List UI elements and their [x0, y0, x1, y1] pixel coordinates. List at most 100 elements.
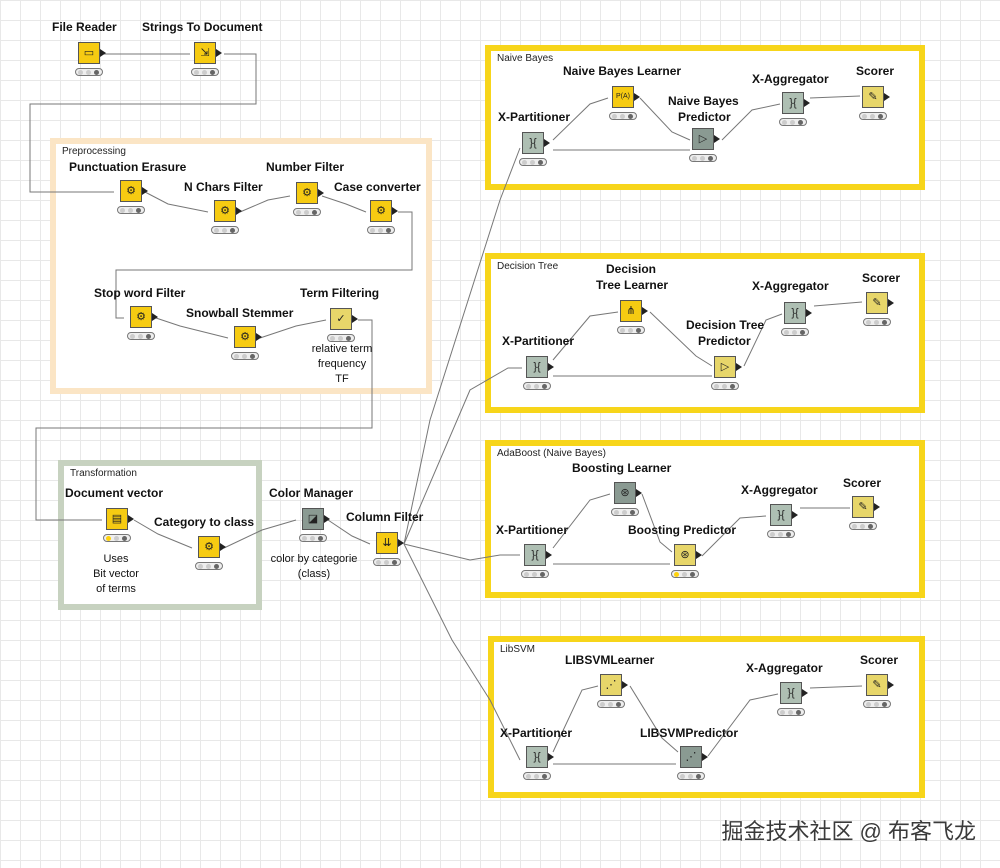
ab-predictor-node[interactable]: ⊛ [674, 544, 702, 566]
column-filter-node[interactable]: ⇊ [376, 532, 404, 554]
node-label-ab-predictor: Boosting Predictor [628, 523, 737, 537]
document-vector-node[interactable]: ▤ [106, 508, 134, 530]
output-port[interactable] [634, 93, 640, 101]
x-aggregator-icon: }{ [777, 509, 785, 521]
output-port[interactable] [804, 99, 810, 107]
dt-predictor-node[interactable]: ▷ [714, 356, 742, 378]
status-light [874, 702, 879, 707]
output-port[interactable] [792, 511, 798, 519]
snowball-stemmer-node[interactable]: ⚙ [234, 326, 262, 348]
dt-x-partitioner-node[interactable]: }{ [526, 356, 554, 378]
output-port[interactable] [888, 299, 894, 307]
dt-scorer-node[interactable]: ✎ [866, 292, 894, 314]
nb-x-aggregator-node[interactable]: }{ [782, 92, 810, 114]
annotation-adaboost[interactable]: AdaBoost (Naive Bayes) [485, 440, 925, 598]
file-reader-node[interactable]: ▭ [78, 42, 106, 64]
stop-word-filter-node[interactable]: ⚙ [130, 306, 158, 328]
output-port[interactable] [802, 689, 808, 697]
output-port[interactable] [398, 539, 404, 547]
term-filtering-node[interactable]: ✓ [330, 308, 358, 330]
node-status-traffic-light [367, 226, 395, 234]
output-port[interactable] [392, 207, 398, 215]
ab-x-aggregator-node[interactable]: }{ [770, 504, 798, 526]
node-label-ab-x-partitioner: X-Partitioner [496, 523, 569, 537]
ab-x-partitioner-node[interactable]: }{ [524, 544, 552, 566]
predictor-icon: ▷ [720, 361, 730, 373]
dt-x-aggregator-node[interactable]: }{ [784, 302, 812, 324]
output-port[interactable] [736, 363, 742, 371]
color-manager-node[interactable]: ◪ [302, 508, 330, 530]
status-light [234, 354, 239, 359]
nb-scorer-node[interactable]: ✎ [862, 86, 890, 108]
output-port[interactable] [884, 93, 890, 101]
output-port[interactable] [256, 333, 262, 341]
punctuation-erasure-node[interactable]: ⚙ [120, 180, 148, 202]
status-light [782, 120, 787, 125]
x-aggregator-icon: }{ [789, 97, 797, 109]
status-light [866, 702, 871, 707]
status-light [614, 510, 619, 515]
status-light [338, 336, 343, 341]
output-port[interactable] [806, 309, 812, 317]
text-processing-icon: ⚙ [136, 311, 146, 323]
output-port[interactable] [642, 307, 648, 315]
watermark: 掘金技术社区 @ 布客飞龙 [721, 819, 976, 844]
output-port[interactable] [546, 551, 552, 559]
status-light [542, 774, 547, 779]
svm-learner-node[interactable]: ⋰ [600, 674, 628, 696]
nb-learner-node[interactable]: P(A) [612, 86, 640, 108]
dt-learner-node[interactable]: ⋔ [620, 300, 648, 322]
node-status-traffic-light [609, 112, 637, 120]
status-light [636, 328, 641, 333]
svm-predictor-node[interactable]: ⋰ [680, 746, 708, 768]
output-port[interactable] [318, 189, 324, 197]
text-processing-icon: ⚙ [376, 205, 386, 217]
output-port[interactable] [352, 315, 358, 323]
output-port[interactable] [544, 139, 550, 147]
category-to-class-node[interactable]: ⚙ [198, 536, 226, 558]
decision-tree-learner-icon: ⋔ [626, 305, 636, 317]
status-light [106, 536, 111, 541]
status-light [210, 70, 215, 75]
annotation-decision-tree[interactable]: Decision Tree [485, 253, 925, 413]
output-port[interactable] [220, 543, 226, 551]
node-status-traffic-light [617, 326, 645, 334]
note-term-filtering: relative term frequency TF [300, 342, 384, 387]
output-port[interactable] [696, 551, 702, 559]
ab-learner-node[interactable]: ⊛ [614, 482, 642, 504]
note-document-vector-line1: Uses [103, 553, 129, 565]
output-port[interactable] [152, 313, 158, 321]
status-light [532, 572, 537, 577]
case-converter-node[interactable]: ⚙ [370, 200, 398, 222]
output-port[interactable] [216, 49, 222, 57]
status-light [392, 560, 397, 565]
output-port[interactable] [128, 515, 134, 523]
svm-x-partitioner-node[interactable]: }{ [526, 746, 554, 768]
output-port[interactable] [548, 753, 554, 761]
output-port[interactable] [622, 681, 628, 689]
nb-x-partitioner-node[interactable]: }{ [522, 132, 550, 154]
status-light [682, 572, 687, 577]
output-port[interactable] [324, 515, 330, 523]
nb-predictor-node[interactable]: ▷ [692, 128, 720, 150]
output-port[interactable] [714, 135, 720, 143]
output-port[interactable] [636, 489, 642, 497]
output-port[interactable] [548, 363, 554, 371]
strings-to-document-node[interactable]: ⇲ [194, 42, 222, 64]
output-port[interactable] [236, 207, 242, 215]
output-port[interactable] [702, 753, 708, 761]
output-port[interactable] [888, 681, 894, 689]
status-light [86, 70, 91, 75]
node-status-traffic-light [519, 158, 547, 166]
svm-x-aggregator-node[interactable]: }{ [780, 682, 808, 704]
svm-scorer-node[interactable]: ✎ [866, 674, 894, 696]
number-filter-node[interactable]: ⚙ [296, 182, 324, 204]
ab-scorer-node[interactable]: ✎ [852, 496, 880, 518]
output-port[interactable] [100, 49, 106, 57]
output-port[interactable] [142, 187, 148, 195]
output-port[interactable] [874, 503, 880, 511]
status-light [122, 536, 127, 541]
n-chars-filter-node[interactable]: ⚙ [214, 200, 242, 222]
status-light [250, 354, 255, 359]
